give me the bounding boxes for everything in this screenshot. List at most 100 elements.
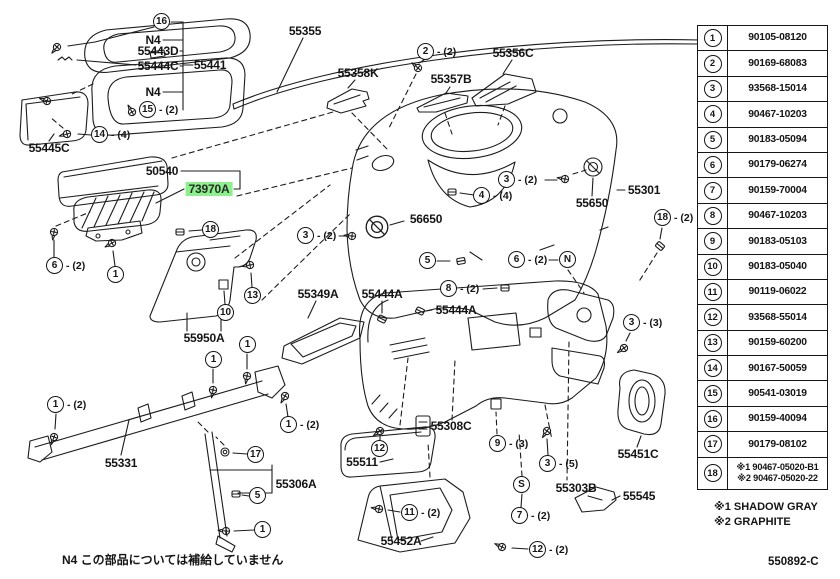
part-label[interactable]: 55443D: [137, 44, 179, 58]
callout-3[interactable]: 3- (5): [539, 455, 578, 472]
row-number-badge: 12: [703, 308, 722, 327]
part-label[interactable]: 55444A: [361, 287, 403, 301]
callout-1[interactable]: 1: [107, 266, 124, 283]
callout-18[interactable]: 18- (2): [654, 209, 693, 226]
callout-12[interactable]: 12: [371, 440, 388, 457]
callout-3[interactable]: 3- (2): [297, 227, 336, 244]
part-label[interactable]: 55303B: [555, 481, 597, 495]
part-label[interactable]: 55950A: [183, 331, 225, 345]
part-label[interactable]: 55308C: [430, 419, 472, 433]
part-label[interactable]: 55358K: [337, 66, 379, 80]
part-label[interactable]: 55301: [627, 183, 661, 197]
callout-11[interactable]: 11- (2): [401, 504, 440, 521]
callout-2[interactable]: 2- (2): [417, 43, 456, 60]
callout-18[interactable]: 18: [202, 221, 219, 238]
part-label[interactable]: 50540: [145, 164, 179, 178]
part-label[interactable]: 55445C: [28, 141, 70, 155]
row-number-badge: 10: [703, 257, 722, 276]
callout-qty: - (2): [460, 282, 480, 295]
callout-1[interactable]: 1- (2): [47, 396, 86, 413]
row-number-badge: 3: [703, 79, 722, 98]
part-label[interactable]: 55306A: [275, 477, 317, 491]
callout-S[interactable]: S: [513, 476, 530, 493]
part-label[interactable]: 55444C: [137, 59, 179, 73]
callout-qty: - (2): [437, 45, 457, 58]
callout-N[interactable]: N: [559, 251, 576, 268]
legend-shadow-gray: ※1 SHADOW GRAY: [714, 501, 818, 513]
row-number-badge: 13: [703, 333, 722, 352]
callout-9[interactable]: 9- (3): [489, 435, 528, 452]
callout-4[interactable]: 4- (4): [473, 187, 512, 204]
callout-1[interactable]: 1: [205, 351, 222, 368]
part-label[interactable]: N4: [145, 85, 161, 99]
callout-15[interactable]: 15- (2): [139, 101, 178, 118]
part-label[interactable]: 55511: [346, 455, 378, 469]
callout-5[interactable]: 5: [249, 487, 266, 504]
callout-17[interactable]: 17: [247, 446, 264, 463]
part-label[interactable]: 55545: [622, 489, 656, 503]
callout-16[interactable]: 16: [153, 13, 170, 30]
callout-number: 7: [511, 507, 528, 524]
table-row[interactable]: 18※1 90467-05020-B1※2 90467-05020-22: [698, 457, 827, 489]
part-label[interactable]: 55451C: [617, 447, 659, 461]
callout-7[interactable]: 7- (2): [511, 507, 550, 524]
row-number-badge: 1: [703, 29, 722, 48]
part-label[interactable]: 55441: [193, 58, 227, 72]
callout-13[interactable]: 13: [244, 287, 261, 304]
callout-12[interactable]: 12- (2): [529, 541, 568, 558]
callout-3[interactable]: 3- (3): [623, 314, 662, 331]
callout-14[interactable]: 14- (4): [91, 126, 130, 143]
row-number-badge: 18: [703, 464, 722, 483]
part-label[interactable]: 55356C: [492, 46, 534, 60]
callout-6[interactable]: 6- (2): [46, 257, 85, 274]
part-code: 90541-03019: [748, 387, 807, 399]
part-label[interactable]: 55349A: [297, 287, 339, 301]
callout-qty: - (2): [66, 259, 86, 272]
callout-10[interactable]: 10: [217, 304, 234, 321]
part-label[interactable]: 55444A: [435, 303, 477, 317]
callout-1[interactable]: 1: [254, 521, 271, 538]
callout-1[interactable]: 1- (2): [280, 416, 319, 433]
callout-number: 12: [529, 541, 546, 558]
part-label[interactable]: 55650: [575, 196, 609, 210]
part-label[interactable]: 55452A: [380, 534, 422, 548]
callout-number: 3: [297, 227, 314, 244]
part-label[interactable]: 55357B: [430, 72, 472, 86]
callout-5[interactable]: 5: [419, 252, 436, 269]
callout-number: 5: [419, 252, 436, 269]
callout-6[interactable]: 6- (2): [508, 251, 547, 268]
callout-3[interactable]: 3- (2): [498, 171, 537, 188]
part-label[interactable]: 55331: [104, 456, 138, 470]
part-code: 90119-06022: [748, 286, 807, 298]
callout-qty: - (2): [531, 509, 551, 522]
callout-1[interactable]: 1: [239, 336, 256, 353]
part-code: 90179-08102: [748, 438, 807, 450]
callout-qty: - (2): [674, 211, 694, 224]
callout-number: 3: [539, 455, 556, 472]
callout-8[interactable]: 8- (2): [440, 280, 479, 297]
part-label[interactable]: N4: [145, 33, 161, 47]
callout-number: 3: [498, 171, 515, 188]
part-label[interactable]: 55355: [288, 24, 322, 38]
callout-qty: - (4): [493, 189, 513, 202]
part-label-highlighted[interactable]: 73970A: [185, 182, 233, 196]
part-label[interactable]: 56650: [409, 212, 443, 226]
